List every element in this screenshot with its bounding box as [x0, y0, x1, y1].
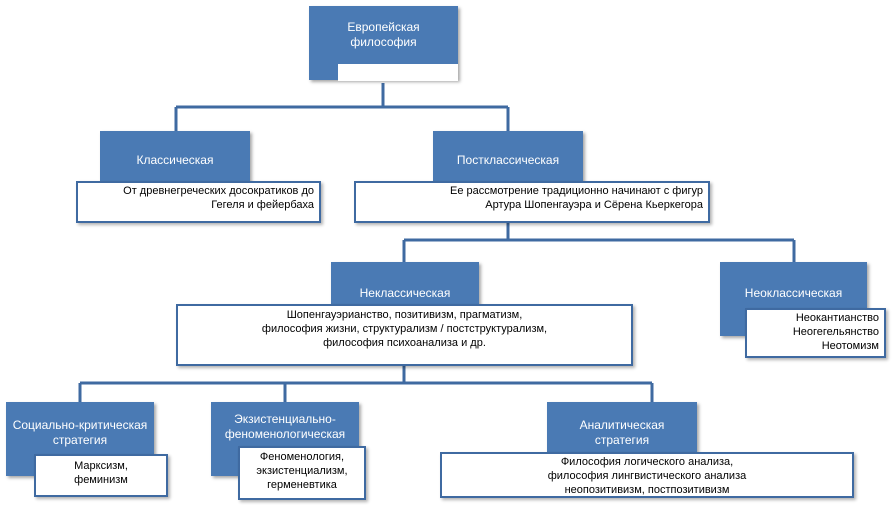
classical-desc: От древнегреческих досократиков до Гегел…: [76, 181, 321, 223]
connector-european-to-level1: [174, 83, 510, 131]
european-philosophy-desc: [338, 64, 458, 81]
nonclassical-desc: Шопенгауэрианство, позитивизм, прагматиз…: [176, 304, 633, 366]
connector-nonclassical-to-level3: [78, 365, 654, 402]
existential-phenomenological-desc: Феноменология, экзистенциализм, герменев…: [238, 446, 366, 500]
postclassical-desc: Ее рассмотрение традиционно начинают с ф…: [354, 181, 710, 223]
classical-box: Классическая: [100, 131, 250, 189]
postclassical-box: Постклассическая: [433, 131, 583, 189]
analytic-strategy-desc: Философия логического анализа, философия…: [440, 452, 854, 498]
neoclassical-desc: Неокантианство Неогегельянство Неотомизм: [745, 308, 886, 358]
connector-post-to-level2: [402, 222, 796, 262]
social-critical-strategy-desc: Марксизм, феминизм: [34, 454, 168, 497]
